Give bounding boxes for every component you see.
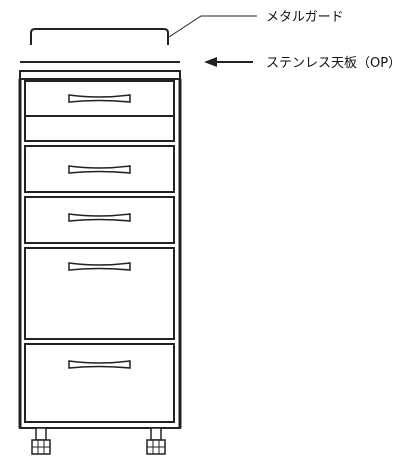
drawer-4-handle <box>68 262 131 271</box>
drawer-2-handle <box>68 165 131 174</box>
caster-right <box>146 427 166 455</box>
drawer-top <box>24 80 175 117</box>
drawer-3 <box>24 196 175 244</box>
metal-guard <box>30 28 169 45</box>
drawer-3-handle <box>68 213 131 222</box>
drawer-5 <box>24 343 175 423</box>
drawer-4 <box>24 247 175 340</box>
drawer-top-handle <box>68 94 131 103</box>
drawer-5-handle <box>68 360 131 369</box>
metal-guard-label: メタルガード <box>266 10 344 25</box>
drawer-2 <box>24 145 175 193</box>
stainless-top-label: ステンレス天板（OP） <box>266 56 401 71</box>
caster-left <box>31 427 51 455</box>
metal-guard-leader-line <box>168 15 257 38</box>
stainless-top-arrowhead <box>204 57 217 67</box>
